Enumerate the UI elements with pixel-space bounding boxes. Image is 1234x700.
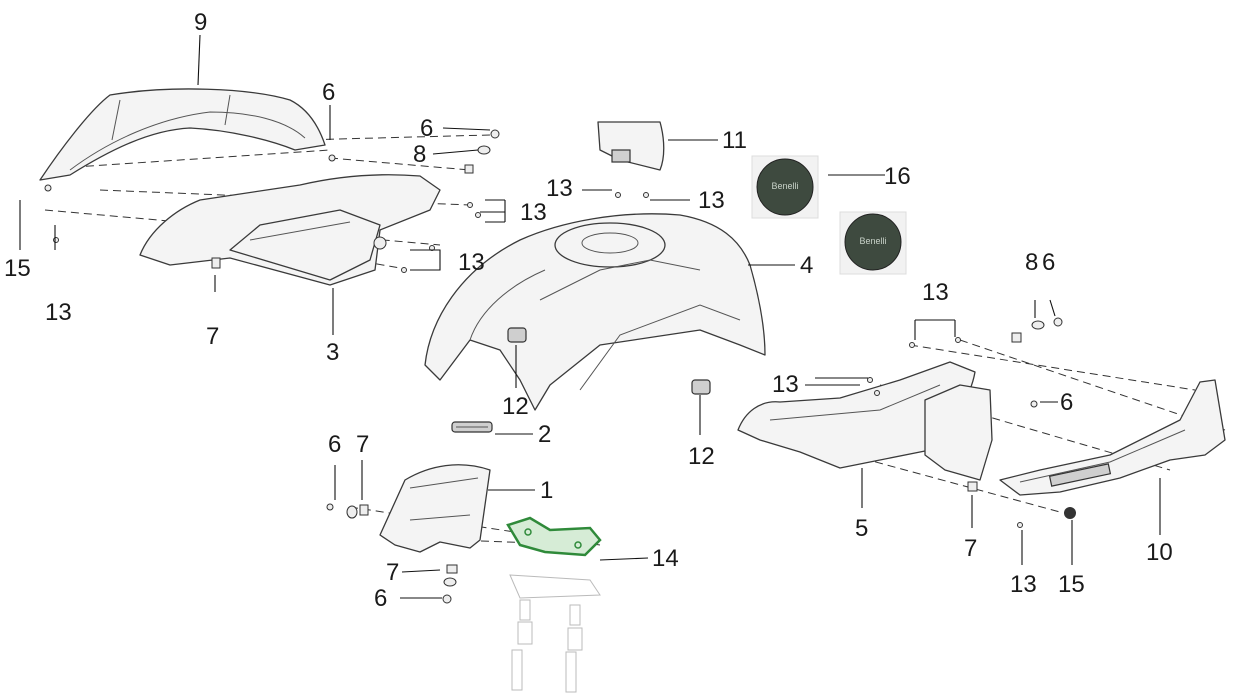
ghost-mounting-assembly bbox=[509, 574, 601, 693]
callout-13: 13 bbox=[520, 199, 547, 226]
callout-9: 9 bbox=[194, 9, 207, 36]
part-10-side-cowl bbox=[999, 379, 1226, 496]
callout-numbers: 9 6 6 8 13 13 15 13 7 3 11 13 13 16 4 12… bbox=[4, 9, 1173, 612]
callout-8: 8 bbox=[1025, 249, 1038, 276]
svg-text:Benelli: Benelli bbox=[859, 236, 886, 246]
callout-3: 3 bbox=[326, 339, 339, 366]
part-11-cover-pad bbox=[597, 121, 665, 171]
leader-lines bbox=[19, 34, 1161, 599]
callout-16: 16 bbox=[884, 163, 911, 190]
callout-8: 8 bbox=[413, 141, 426, 168]
callout-13: 13 bbox=[546, 175, 573, 202]
callout-15: 15 bbox=[1058, 571, 1085, 598]
callout-6: 6 bbox=[1060, 389, 1073, 416]
callout-6: 6 bbox=[374, 585, 387, 612]
callout-5: 5 bbox=[855, 515, 868, 542]
callout-1: 1 bbox=[540, 477, 553, 504]
part-3-under-panel bbox=[139, 174, 441, 286]
svg-text:Benelli: Benelli bbox=[771, 181, 798, 191]
callout-11: 11 bbox=[722, 127, 747, 154]
callout-6: 6 bbox=[322, 79, 335, 106]
hardware-fasteners bbox=[53, 129, 1076, 604]
callout-7: 7 bbox=[386, 559, 399, 586]
callout-13: 13 bbox=[1010, 571, 1037, 598]
part-1-bracket-cover bbox=[379, 464, 491, 553]
callout-15: 15 bbox=[4, 255, 31, 282]
part-4-tank-cover bbox=[424, 213, 766, 411]
callout-4: 4 bbox=[800, 252, 813, 279]
callout-14: 14 bbox=[652, 545, 679, 572]
callout-12: 12 bbox=[688, 443, 715, 470]
callout-2: 2 bbox=[538, 421, 551, 448]
callout-13: 13 bbox=[698, 187, 725, 214]
part-14-highlighted-bracket bbox=[506, 516, 602, 557]
callout-13: 13 bbox=[772, 371, 799, 398]
part-16-badges: Benelli Benelli bbox=[751, 155, 907, 275]
part-2-seal-strip bbox=[451, 421, 493, 433]
callout-6: 6 bbox=[1042, 249, 1055, 276]
callout-6: 6 bbox=[328, 431, 341, 458]
callout-7: 7 bbox=[964, 535, 977, 562]
callout-13: 13 bbox=[45, 299, 72, 326]
callout-13: 13 bbox=[922, 279, 949, 306]
callout-10: 10 bbox=[1146, 539, 1173, 566]
part-5-inner-panel bbox=[737, 361, 993, 481]
part-12-rubber-mounts bbox=[507, 327, 711, 395]
callout-7: 7 bbox=[206, 323, 219, 350]
callout-12: 12 bbox=[502, 393, 529, 420]
part-9-upper-cowl bbox=[39, 88, 326, 192]
callout-7: 7 bbox=[356, 431, 369, 458]
callout-13: 13 bbox=[458, 249, 485, 276]
callout-6: 6 bbox=[420, 115, 433, 142]
